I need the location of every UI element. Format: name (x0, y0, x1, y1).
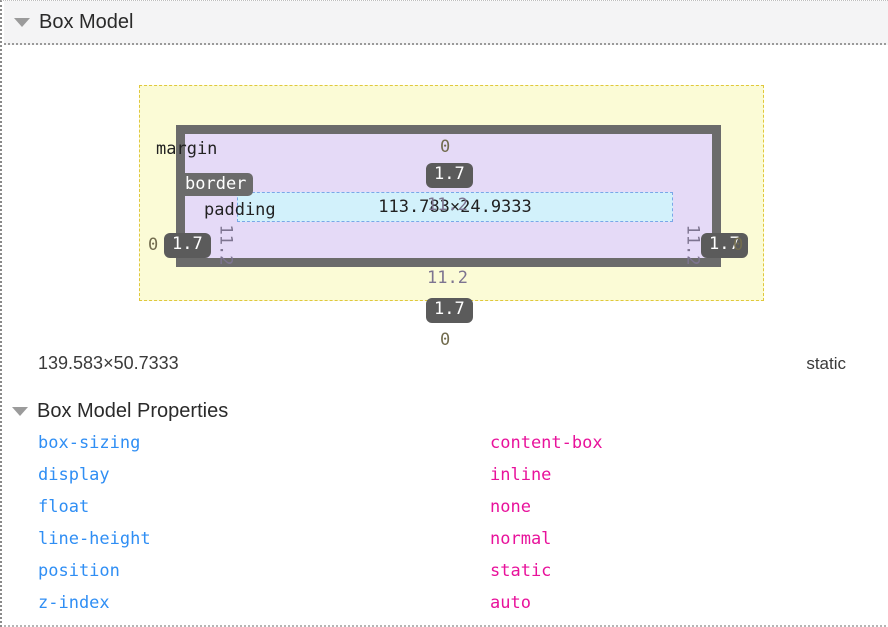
caret-down-icon[interactable] (12, 406, 28, 416)
padding-top-value[interactable]: 11.2 (427, 195, 468, 215)
caret-down-icon[interactable] (14, 17, 30, 27)
padding-region-label: padding (204, 200, 276, 220)
property-value[interactable]: normal (490, 529, 552, 549)
property-value[interactable]: static (490, 561, 552, 581)
element-size-label: 139.583×50.7333 (38, 353, 179, 373)
margin-region[interactable]: 113.783×24.9333 (139, 85, 764, 301)
property-name[interactable]: box-sizing (38, 433, 141, 453)
property-value[interactable]: none (490, 497, 531, 517)
box-model-section-header[interactable]: Box Model (4, 1, 888, 45)
content-size-label: 113.783×24.9333 (378, 197, 532, 217)
table-row[interactable]: display inline (2, 465, 888, 497)
padding-bottom-value[interactable]: 11.2 (427, 268, 468, 288)
box-model-summary: 139.583×50.7333 static (2, 353, 888, 395)
border-bottom-value[interactable]: 1.7 (426, 298, 473, 323)
padding-right-value[interactable]: 11.2 (682, 224, 703, 266)
box-model-properties-title: Box Model Properties (37, 399, 229, 422)
table-row[interactable]: line-height normal (2, 529, 888, 561)
table-row[interactable]: float none (2, 497, 888, 529)
property-name[interactable]: z-index (38, 593, 110, 613)
panel-bottom-divider (4, 625, 888, 627)
border-region[interactable]: 113.783×24.9333 (176, 125, 721, 267)
property-name[interactable]: display (38, 465, 110, 485)
margin-right-value[interactable]: 0 (733, 235, 744, 255)
content-region[interactable]: 113.783×24.9333 (237, 192, 673, 222)
property-name[interactable]: float (38, 497, 90, 517)
border-region-label: border (178, 173, 254, 196)
border-left-value[interactable]: 1.7 (164, 233, 211, 258)
table-row[interactable]: z-index auto (2, 593, 888, 625)
property-name[interactable]: position (38, 561, 120, 581)
property-value[interactable]: content-box (490, 433, 603, 453)
margin-bottom-value[interactable]: 0 (440, 330, 451, 350)
margin-left-value[interactable]: 0 (148, 235, 159, 255)
margin-top-value[interactable]: 0 (440, 137, 451, 157)
property-value[interactable]: auto (490, 593, 531, 613)
box-model-diagram: 113.783×24.9333 margin border padding 0 … (2, 45, 888, 350)
border-top-value[interactable]: 1.7 (426, 163, 473, 188)
page-title: Box Model (39, 10, 134, 33)
element-position-label: static (806, 354, 846, 373)
padding-left-value[interactable]: 11.2 (215, 224, 236, 266)
box-model-properties-header[interactable]: Box Model Properties (12, 397, 228, 425)
border-right-value[interactable]: 1.7 (701, 233, 748, 258)
table-row[interactable]: box-sizing content-box (2, 433, 888, 465)
box-model-properties-list: box-sizing content-box display inline fl… (2, 433, 888, 625)
margin-region-label: margin (156, 139, 218, 159)
property-name[interactable]: line-height (38, 529, 151, 549)
property-value[interactable]: inline (490, 465, 552, 485)
table-row[interactable]: position static (2, 561, 888, 593)
